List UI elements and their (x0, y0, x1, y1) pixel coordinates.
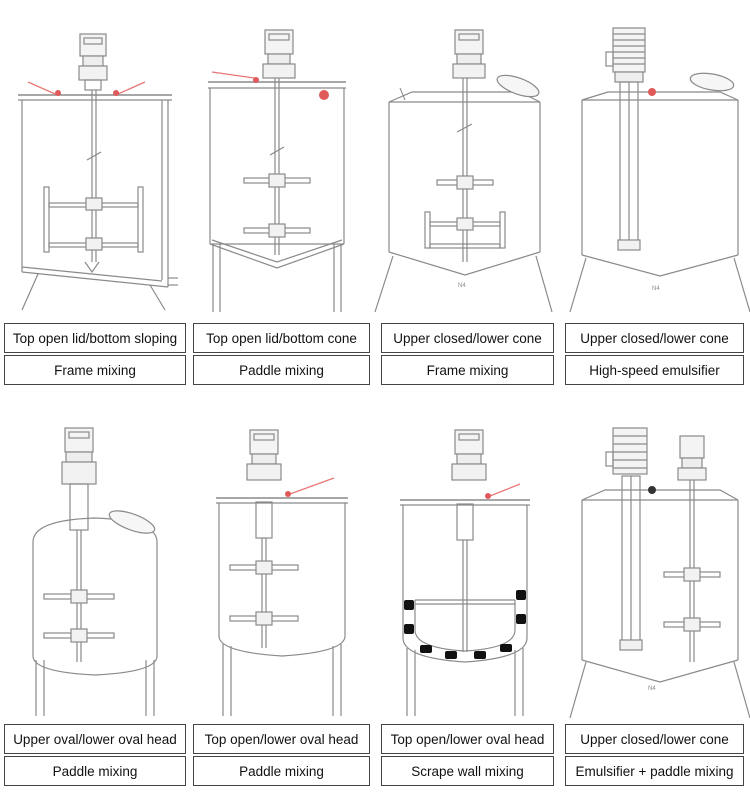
tank-3-title: Upper closed/lower cone (381, 323, 554, 353)
tank-7-title: Top open/lower oval head (381, 724, 554, 754)
svg-text:N4: N4 (458, 283, 466, 289)
tank-8-title: Upper closed/lower cone (565, 724, 744, 754)
svg-text:N4: N4 (648, 686, 656, 692)
tank-3-mixing: Frame mixing (381, 355, 554, 385)
tank-5-title: Upper oval/lower oval head (4, 724, 186, 754)
tank-2-title: Top open lid/bottom cone (193, 323, 370, 353)
tank-7-mixing: Scrape wall mixing (381, 756, 554, 786)
tank-5-mixing: Paddle mixing (4, 756, 186, 786)
tank-8-mixing: Emulsifier + paddle mixing (565, 756, 744, 786)
tank-1-mixing: Frame mixing (4, 355, 186, 385)
tank-1-title: Top open lid/bottom sloping (4, 323, 186, 353)
svg-text:N4: N4 (652, 286, 660, 292)
tank-6-title: Top open/lower oval head (193, 724, 370, 754)
tank-2-mixing: Paddle mixing (193, 355, 370, 385)
tank-4-mixing: High-speed emulsifier (565, 355, 744, 385)
tank-6-mixing: Paddle mixing (193, 756, 370, 786)
tank-4-title: Upper closed/lower cone (565, 323, 744, 353)
